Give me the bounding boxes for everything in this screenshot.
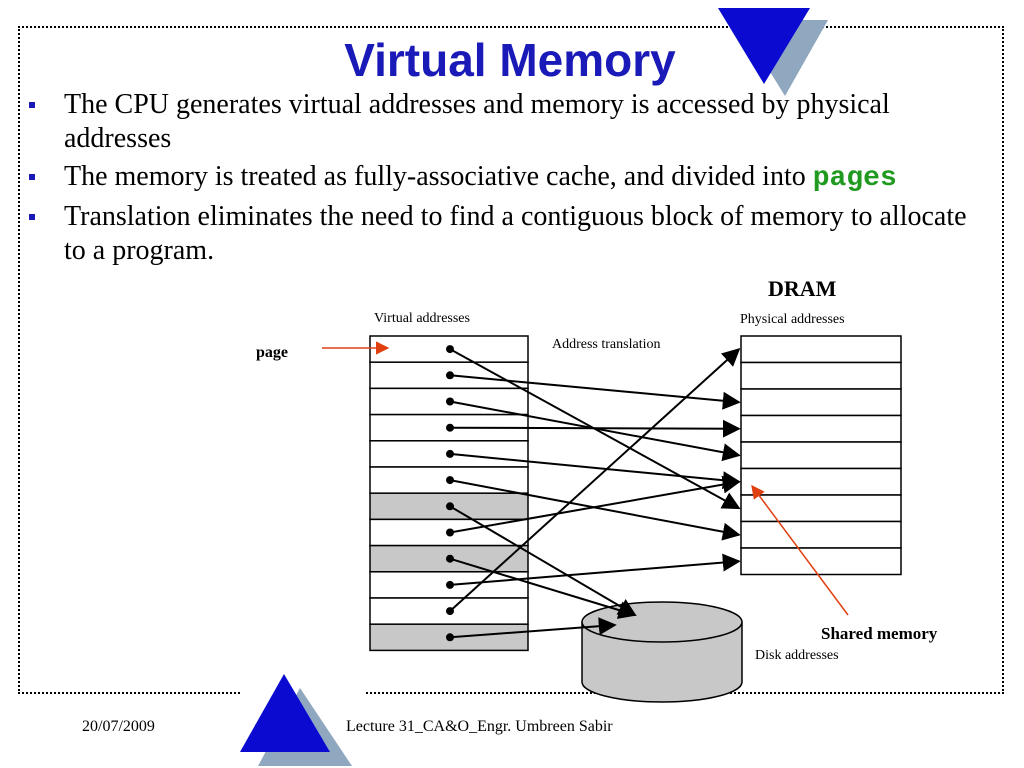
footer-date: 20/07/2009: [82, 718, 155, 735]
mapping-arrow: [449, 505, 637, 616]
mapping-arrow: [449, 475, 741, 534]
physical-page: [740, 361, 902, 390]
bullet-list: The CPU generates virtual addresses and …: [26, 88, 976, 272]
slide-title: Virtual Memory: [344, 34, 676, 86]
mapping-arrow: [449, 419, 741, 438]
physical-page: [740, 520, 902, 549]
shared-memory-pointer-arrow: [751, 484, 849, 616]
disk: [581, 601, 743, 703]
mapping-arrow: [449, 557, 637, 619]
bullet-square-icon: [29, 102, 35, 108]
address-translation-label: Address translation: [552, 337, 660, 352]
bullet-text: Translation eliminates the need to find …: [64, 201, 967, 266]
page-label: page: [256, 344, 288, 361]
bullet-item-3: Translation eliminates the need to find …: [26, 200, 976, 268]
disk-body: [581, 622, 743, 703]
physical-addresses-label: Physical addresses: [740, 312, 845, 327]
mapping-arrow: [449, 452, 741, 490]
bullet-text: The memory is treated as fully-associati…: [64, 161, 813, 192]
bullet-square-icon: [29, 174, 35, 180]
physical-address-table: [740, 335, 902, 576]
bullet-text: The CPU generates virtual addresses and …: [64, 89, 890, 154]
physical-page: [740, 547, 902, 576]
disk-top: [581, 601, 743, 643]
mapping-arrows: [446, 345, 741, 642]
bullet-item-1: The CPU generates virtual addresses and …: [26, 88, 976, 156]
dram-label: DRAM: [768, 276, 837, 301]
slide-frame: [18, 26, 1004, 694]
mapping-arrow: [449, 374, 741, 410]
disk-addresses-label: Disk addresses: [755, 648, 839, 663]
physical-page: [740, 335, 902, 364]
pages-term: pages: [812, 163, 897, 194]
triangle-bottom-front: [240, 674, 330, 752]
bullet-item-2: The memory is treated as fully-associati…: [26, 160, 976, 196]
physical-page: [740, 414, 902, 443]
virtual-addresses-label: Virtual addresses: [374, 311, 470, 326]
physical-page: [740, 441, 902, 470]
footer-lecture: Lecture 31_CA&O_Engr. Umbreen Sabir: [346, 718, 613, 735]
triangle-top-front: [718, 8, 810, 84]
virtual-address-table: [369, 335, 529, 652]
mapping-arrow: [449, 617, 617, 639]
physical-page: [740, 494, 902, 523]
physical-page: [740, 467, 902, 496]
mapping-arrow: [449, 553, 741, 586]
bullet-square-icon: [29, 214, 35, 220]
physical-page: [740, 388, 902, 417]
shared-memory-label: Shared memory: [821, 624, 938, 643]
mapping-arrow: [449, 348, 741, 612]
